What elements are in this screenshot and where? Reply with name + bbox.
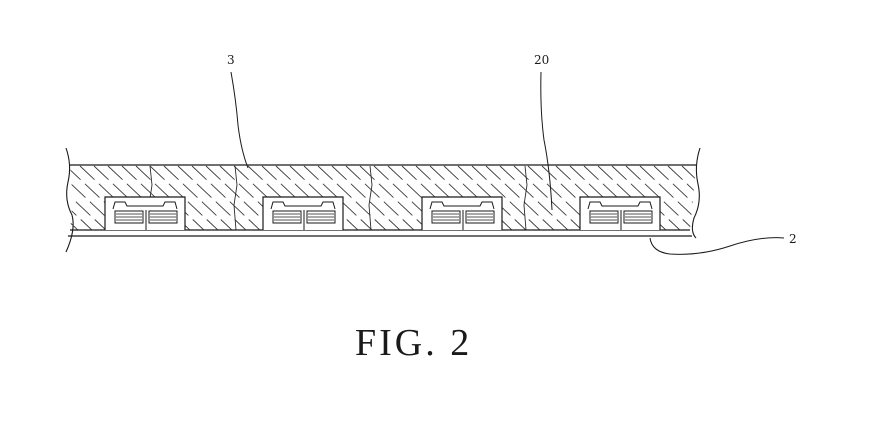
hatch-line — [0, 166, 10, 232]
label-chip: 20 — [534, 53, 549, 67]
hatch-line — [681, 165, 696, 230]
hatch-line — [513, 165, 585, 230]
hatch-line — [695, 165, 696, 230]
hatch-line — [289, 165, 361, 230]
hatch-line — [317, 165, 389, 230]
substrate-layer — [68, 229, 692, 237]
leader-line-20 — [540, 71, 553, 211]
chip-package — [421, 196, 503, 230]
hatch-line — [485, 165, 557, 230]
section-seam — [523, 165, 528, 231]
hatch-line — [710, 166, 780, 232]
label-substrate: 2 — [789, 232, 797, 246]
hatch-line — [303, 165, 375, 230]
hatch-line — [457, 165, 529, 230]
hatch-line — [667, 165, 696, 230]
hatch-line — [0, 166, 24, 232]
hatch-line — [359, 165, 431, 230]
chip-package — [579, 196, 661, 230]
hatch-line — [752, 166, 822, 232]
label-encapsulant: 3 — [227, 53, 235, 67]
hatch-line — [738, 166, 808, 232]
hatch-line — [499, 165, 571, 230]
hatch-line — [653, 165, 696, 230]
hatch-line — [639, 165, 696, 230]
hatch-line — [70, 165, 95, 230]
chip-package — [262, 196, 344, 230]
hatch-line — [0, 166, 66, 232]
hatch-line — [625, 165, 696, 230]
hatch-line — [471, 165, 543, 230]
hatch-line — [724, 166, 794, 232]
hatch-line — [163, 165, 235, 230]
hatch-line — [0, 166, 38, 232]
hatch-line — [331, 165, 403, 230]
hatch-line — [611, 165, 683, 230]
hatch-line — [177, 165, 249, 230]
hatch-line — [191, 165, 263, 230]
leader-line-3 — [230, 71, 249, 169]
hatch-line — [70, 165, 109, 230]
hatch-line — [0, 166, 52, 232]
hatch-line — [135, 165, 207, 230]
section-seam — [368, 165, 373, 231]
figure-caption: FIG. 2 — [355, 322, 472, 364]
section-seam — [233, 165, 238, 231]
hatch-line — [345, 165, 417, 230]
hatch-line — [149, 165, 221, 230]
leader-line-2 — [649, 237, 785, 255]
chip-package — [104, 196, 186, 230]
chip-row — [104, 196, 661, 230]
